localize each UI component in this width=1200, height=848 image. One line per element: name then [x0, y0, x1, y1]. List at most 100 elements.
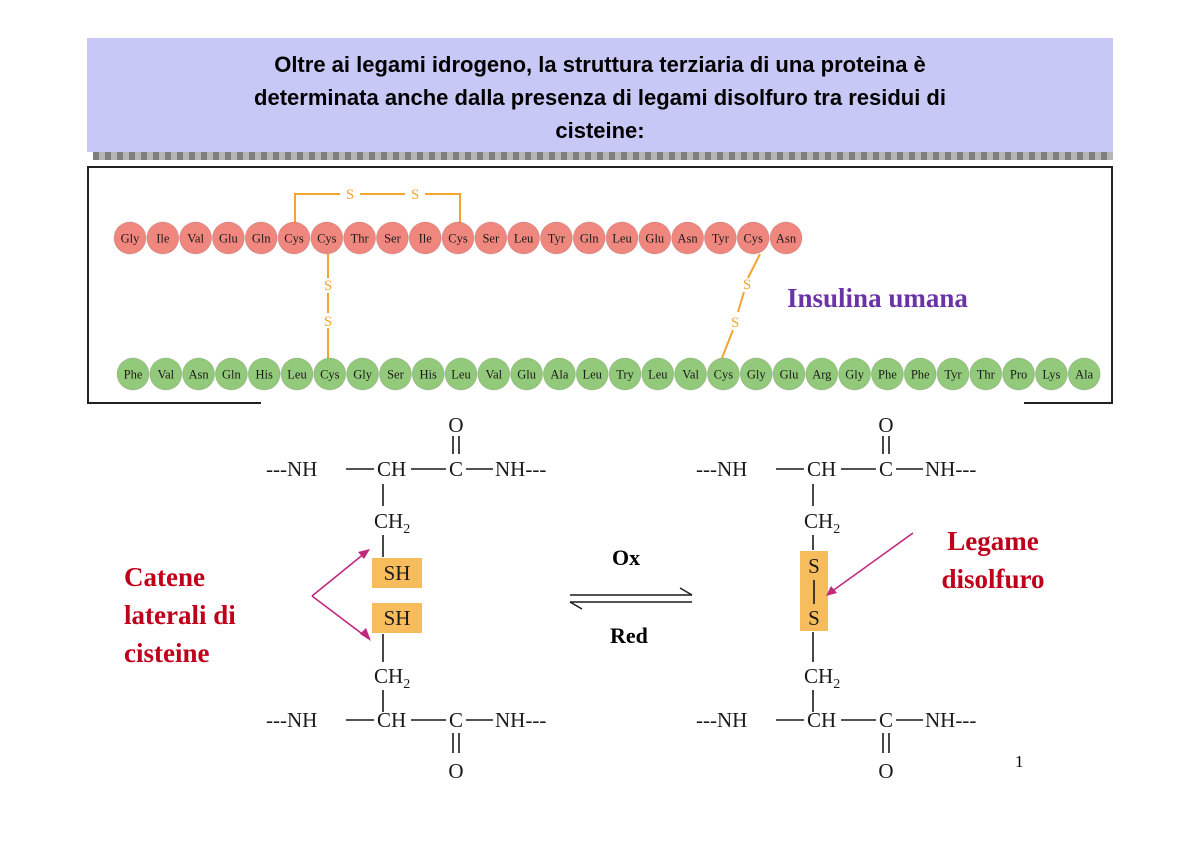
pointer-arrow-sh-bottom	[311, 595, 366, 637]
chain-b-residue-14: Ala	[542, 357, 576, 391]
page-number: 1	[1015, 752, 1024, 771]
chain-a-residue-7: Cys	[310, 221, 344, 255]
svg-text:Ser: Ser	[387, 368, 405, 382]
svg-text:Ser: Ser	[482, 232, 500, 246]
svg-text:Leu: Leu	[514, 232, 534, 246]
chain-a-residue-16: Leu	[605, 221, 639, 255]
right-sulfur-2: S	[808, 606, 820, 630]
left-top-nh-right: NH---	[495, 457, 546, 481]
right-bottom-nh-left: ---NH	[696, 708, 747, 732]
frame-bottom-right	[1024, 402, 1113, 404]
svg-text:Leu: Leu	[287, 368, 307, 382]
chain-a-residue-19: Tyr	[703, 221, 737, 255]
svg-text:Phe: Phe	[124, 368, 143, 382]
right-ch2-top: CH2	[804, 509, 840, 537]
svg-text:Cys: Cys	[743, 232, 763, 246]
left-top-ch: CH	[377, 457, 406, 481]
chain-b-residue-4: Gln	[214, 357, 248, 391]
title-line-1: Oltre ai legami idrogeno, la struttura t…	[274, 52, 926, 77]
chain-b-residue-9: Ser	[378, 357, 412, 391]
svg-text:Val: Val	[682, 368, 699, 382]
right-top-nh-left: ---NH	[696, 457, 747, 481]
chain-b-residue-2: Val	[149, 357, 183, 391]
svg-text:Ile: Ile	[419, 232, 433, 246]
svg-text:Cys: Cys	[317, 232, 337, 246]
svg-text:Phe: Phe	[878, 368, 897, 382]
left-top-c: C	[449, 457, 463, 481]
left-top-nh-left: ---NH	[266, 457, 317, 481]
interchain-left-sulfur-2: S	[324, 314, 332, 330]
left-bottom-o: O	[448, 759, 463, 783]
left-bottom-nh-left: ---NH	[266, 708, 317, 732]
chain-a-residue-9: Ser	[375, 221, 409, 255]
chain-b-residue-15: Leu	[575, 357, 609, 391]
chain-a-residue-14: Tyr	[539, 221, 573, 255]
svg-text:Tyr: Tyr	[944, 368, 962, 382]
chain-a-residue-6: Cys	[277, 221, 311, 255]
chain-a-residue-13: Leu	[507, 221, 541, 255]
chain-b-residue-21: Glu	[772, 357, 806, 391]
title-line-3: cisteine:	[555, 118, 645, 143]
right-ch2-bottom: CH2	[804, 664, 840, 692]
left-bottom-nh-right: NH---	[495, 708, 546, 732]
title-shadow	[93, 152, 1113, 160]
svg-text:Gly: Gly	[845, 368, 865, 382]
svg-text:Gln: Gln	[580, 232, 600, 246]
side-chain-label-line-2: laterali di	[124, 600, 236, 630]
title-line-2: determinata anche dalla presenza di lega…	[254, 85, 946, 110]
chain-a-residue-15: Gln	[572, 221, 606, 255]
left-ch2-bottom: CH2	[374, 664, 410, 692]
equilibrium-arrow-forward-head	[679, 587, 693, 596]
chain-a-residue-3: Val	[179, 221, 213, 255]
svg-text:Asn: Asn	[678, 232, 699, 246]
svg-text:Gly: Gly	[353, 368, 373, 382]
svg-text:Cys: Cys	[714, 368, 734, 382]
equilibrium-arrow-reverse-head	[569, 601, 583, 610]
pointer-arrow-disulfide-head	[826, 586, 837, 596]
chain-b-residue-5: His	[247, 357, 281, 391]
chain-a-residue-18: Asn	[671, 221, 705, 255]
chain-a-residue-17: Glu	[638, 221, 672, 255]
chain-b-residue-12: Val	[477, 357, 511, 391]
chain-b-residue-29: Lys	[1034, 357, 1068, 391]
svg-text:His: His	[256, 368, 274, 382]
chain-b-residue-19: Cys	[706, 357, 740, 391]
svg-text:Tyr: Tyr	[712, 232, 730, 246]
pointer-arrow-sh-top	[311, 552, 366, 597]
chain-b-residue-3: Asn	[182, 357, 216, 391]
svg-text:Ile: Ile	[156, 232, 170, 246]
chain-a-residue-21: Asn	[769, 221, 803, 255]
pointer-arrow-sh-top-head	[358, 549, 370, 559]
chain-a-residue-12: Ser	[474, 221, 508, 255]
svg-text:Pro: Pro	[1010, 368, 1027, 382]
svg-text:Ala: Ala	[1075, 368, 1094, 382]
svg-text:Glu: Glu	[780, 368, 800, 382]
svg-text:Ala: Ala	[550, 368, 569, 382]
chain-b-residue-27: Thr	[969, 357, 1003, 391]
svg-text:Gln: Gln	[252, 232, 272, 246]
right-bottom-nh-right: NH---	[925, 708, 976, 732]
chain-b-residue-7: Cys	[313, 357, 347, 391]
side-chain-label-line-1: Catene	[124, 562, 205, 592]
chain-b-residue-22: Arg	[805, 357, 839, 391]
chain-a-residue-10: Ile	[408, 221, 442, 255]
chain-a-residue-4: Glu	[211, 221, 245, 255]
chain-b-residue-17: Leu	[641, 357, 675, 391]
left-sh-top: SH	[384, 561, 411, 585]
chain-b-residue-26: Tyr	[936, 357, 970, 391]
disulfide-label-line-1: Legame	[947, 526, 1039, 556]
interchain-left-sulfur-1: S	[324, 278, 332, 294]
right-top-c: C	[879, 457, 893, 481]
chain-b-residue-11: Leu	[444, 357, 478, 391]
interchain-bond-right-mid	[737, 291, 745, 313]
svg-text:Leu: Leu	[612, 232, 632, 246]
intrachain-bond-right	[425, 193, 461, 223]
right-bottom-o: O	[878, 759, 893, 783]
right-top-o: O	[878, 413, 893, 437]
chain-b-residue-13: Glu	[510, 357, 544, 391]
svg-text:Tyr: Tyr	[548, 232, 566, 246]
red-label: Red	[610, 623, 648, 648]
chain-b-residue-28: Pro	[1002, 357, 1036, 391]
svg-text:Val: Val	[157, 368, 174, 382]
